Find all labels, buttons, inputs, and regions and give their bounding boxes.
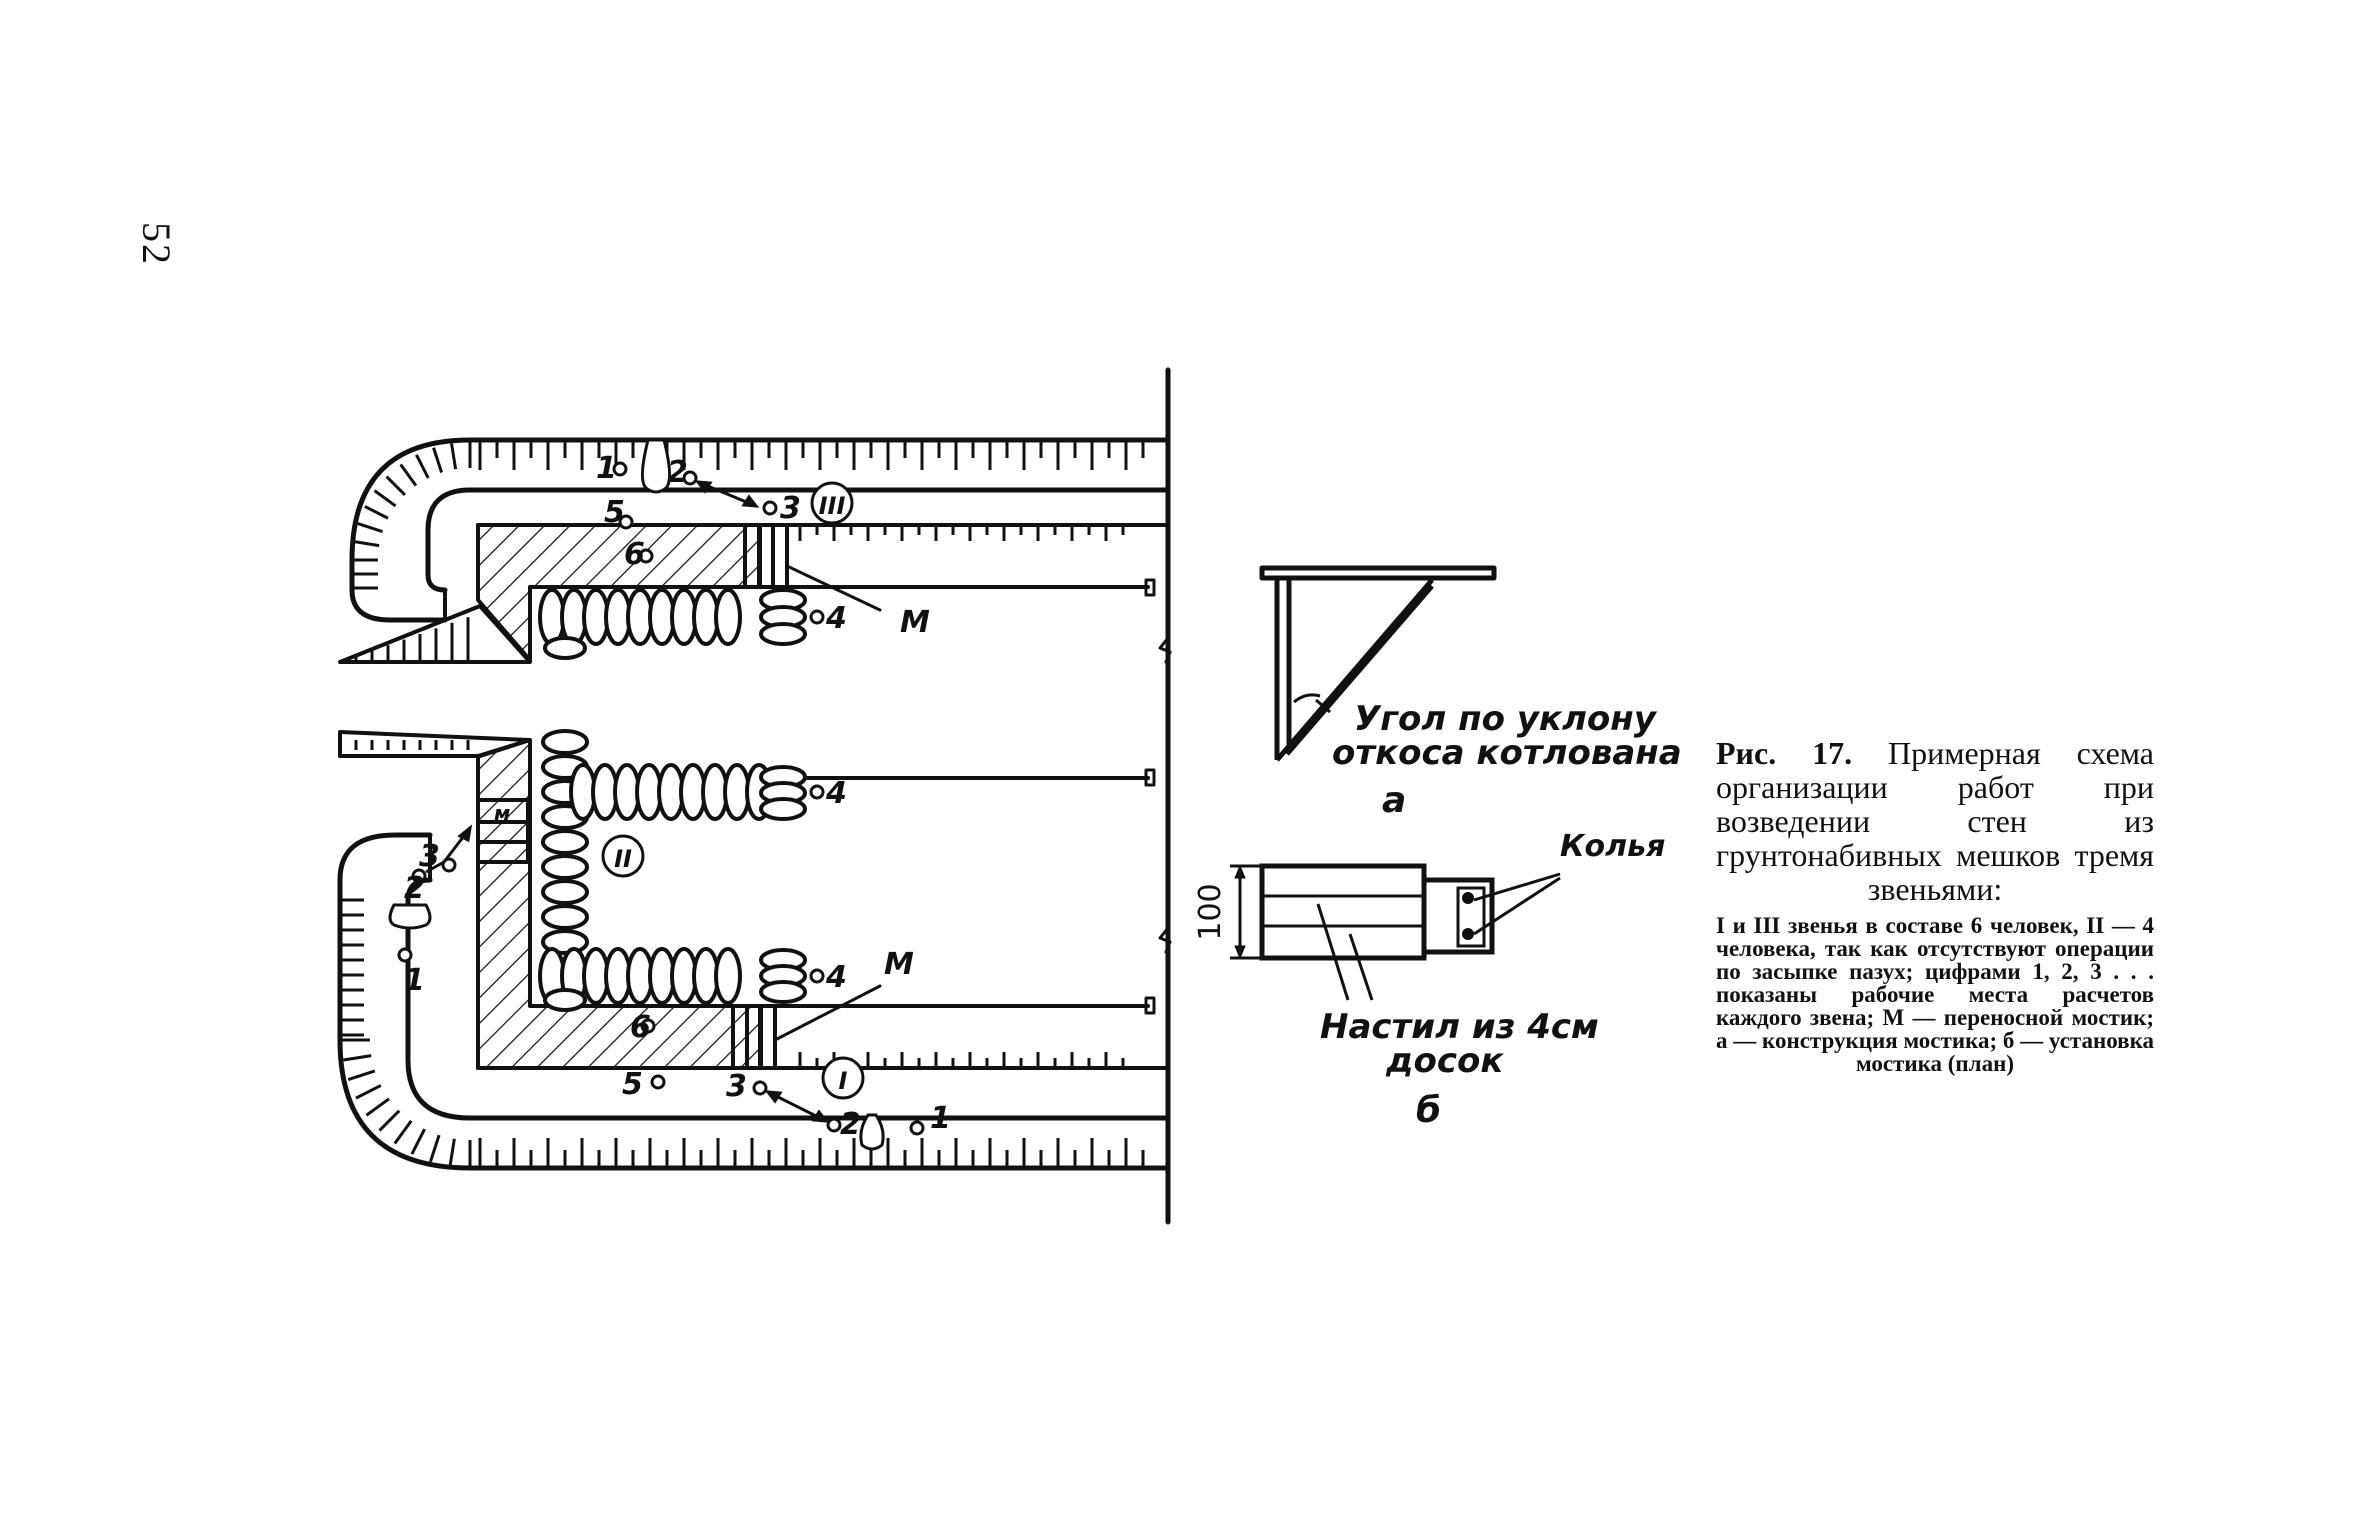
top-outer-edge — [349, 437, 1171, 623]
slope-tick — [365, 1097, 390, 1117]
detail-b-dimension: 100 — [1193, 883, 1228, 940]
M-top-label: M — [900, 605, 930, 640]
sandbag — [541, 854, 589, 880]
slope-tick — [373, 489, 397, 508]
detail-a-letter: а — [1382, 780, 1406, 821]
mid-rail-end — [1144, 768, 1156, 787]
sandbag — [541, 904, 589, 930]
pos-5-top: 5 — [604, 495, 625, 530]
pos-4-low: 4 — [825, 960, 847, 995]
sandbag-rows — [538, 588, 807, 1012]
pos-2-bot: 2 — [840, 1107, 861, 1142]
caption-body: I и III звенья в составе 6 человек, II —… — [1716, 913, 2154, 1076]
slope-tick — [378, 1109, 401, 1132]
slope-tick — [347, 1069, 376, 1081]
detail-b-stakes-label: Колья — [1560, 829, 1665, 864]
sandbag — [714, 588, 742, 646]
pos-3-top: 3 — [780, 491, 801, 526]
top-inner-edge — [425, 487, 1171, 593]
leader-M-bottom — [773, 984, 882, 1042]
slope-tick — [357, 522, 383, 533]
caption-title-text: Примерная схема организации работ при во… — [1716, 735, 2155, 907]
top-rail-end — [1144, 578, 1156, 597]
sandbag — [543, 988, 587, 1012]
crew-I-label: I — [839, 1067, 848, 1095]
slope-tick — [450, 443, 458, 470]
slope-tick — [410, 1128, 426, 1155]
trench-plan — [337, 367, 1172, 1225]
caption-title: Рис. 17. Примерная схема организации раб… — [1716, 736, 2154, 906]
sandbag — [541, 879, 589, 905]
slope-tick — [429, 1134, 441, 1163]
M-small-label: м — [494, 801, 510, 825]
bridge-M-top — [743, 523, 789, 589]
bridge-M-bottom — [731, 1004, 777, 1070]
sandbag — [543, 636, 587, 660]
slope-tick — [399, 463, 418, 487]
pos-2-mid: 2 — [404, 871, 425, 906]
sandbag — [541, 829, 589, 855]
break-mark-2 — [1158, 926, 1172, 954]
slope-tick — [432, 447, 443, 473]
slope-tick — [393, 1120, 413, 1145]
detail-b-deck-2: досок — [1385, 1041, 1504, 1081]
crew-II-label: II — [614, 845, 632, 873]
slope-tick — [355, 1084, 382, 1100]
slope-tick — [385, 475, 407, 497]
sandbag — [714, 947, 742, 1005]
sandbag — [541, 729, 589, 755]
pos-1-bot: 1 — [930, 1101, 951, 1136]
sandbag — [759, 622, 807, 646]
detail-a-label-1: Угол по уклону — [1354, 699, 1658, 739]
sandbag — [759, 980, 807, 1004]
pos-1-mid: 1 — [404, 963, 425, 998]
figure-caption: Рис. 17. Примерная схема организации раб… — [1716, 736, 2154, 1075]
pos-1-top: 1 — [596, 451, 617, 486]
caption-fig-number: Рис. 17. — [1716, 735, 1853, 771]
pos-3-mid: 3 — [419, 839, 440, 874]
crew-circles — [601, 481, 865, 1100]
pos-4-mid: 4 — [825, 776, 847, 811]
pos-4-top: 4 — [825, 601, 847, 636]
leader-M-top — [785, 564, 882, 612]
break-mark-1 — [1158, 636, 1172, 664]
pos-2-top: 2 — [667, 455, 688, 490]
bottom-outer-edge — [337, 832, 1171, 1171]
detail-a-bridge-construction — [1259, 565, 1497, 762]
M-bottom-label: M — [884, 947, 914, 982]
detail-b-deck-1: Настил из 4см — [1320, 1007, 1599, 1047]
detail-b-bridge-plan — [1230, 863, 1561, 1001]
bottom-inner-edge — [405, 877, 1171, 1121]
bridge-M-left — [476, 798, 530, 864]
slope-tick — [353, 540, 380, 548]
slope-ticks — [340, 440, 1145, 1168]
slope-tick — [364, 505, 389, 520]
worker-markers — [388, 438, 925, 1151]
pos-3-bot: 3 — [726, 1069, 747, 1104]
slope-tick — [415, 454, 430, 479]
pos-6-bot: 6 — [630, 1010, 651, 1045]
movement-arrows — [425, 480, 830, 1123]
sandbag — [759, 797, 807, 821]
detail-a-label-2: откоса котлована — [1332, 733, 1682, 773]
pos-6-top: 6 — [624, 537, 645, 572]
pos-5-bot: 5 — [622, 1067, 643, 1102]
detail-b-letter: б — [1416, 1090, 1441, 1131]
slope-tick — [343, 1054, 372, 1062]
crew-III-label: III — [819, 492, 846, 520]
slope-tick — [448, 1138, 456, 1167]
bottom-rail-end — [1144, 996, 1156, 1015]
